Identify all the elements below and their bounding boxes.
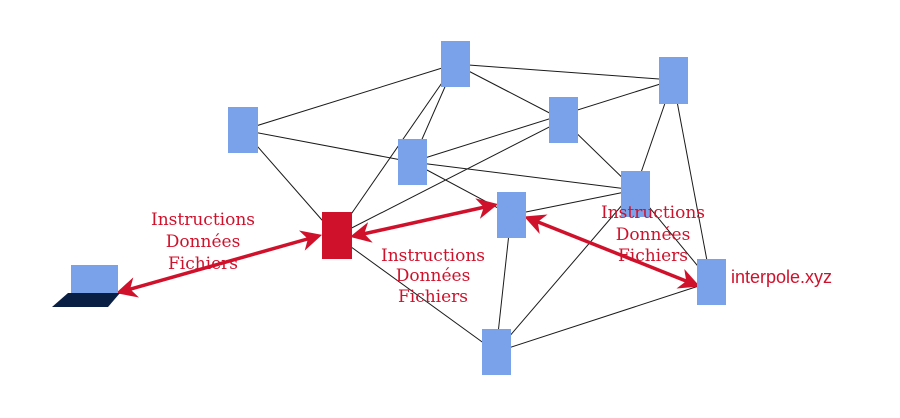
transfer-arrows [115,198,700,298]
center-label-line-1: Instructions [381,246,485,266]
node-bottom [482,329,511,375]
left-label-line-3: Fichiers [168,254,238,274]
center-label-line-3: Fichiers [398,287,468,307]
arrow-hub-peer [349,198,499,243]
center-transfer-label: Instructions Données Fichiers [381,246,485,307]
arrow-peer-site [524,214,700,289]
watermark-text: interpole.xyz [731,267,832,287]
node-mid-right [549,97,578,143]
network-nodes [228,41,726,375]
left-label-line-1: Instructions [151,210,255,230]
node-peer [497,192,526,238]
left-transfer-label: Instructions Données Fichiers [151,210,255,274]
node-right [621,171,650,217]
right-label-line-1: Instructions [601,203,705,223]
center-label-line-2: Données [396,266,471,286]
node-top [441,41,470,87]
node-top-right [659,57,688,104]
laptop-icon [52,265,120,307]
node-upper-left [228,107,258,153]
arrow-laptop-hub [115,230,323,298]
right-label-line-2: Données [616,225,691,245]
right-label-line-3: Fichiers [618,246,688,266]
hub-node [322,212,352,259]
node-center [398,139,427,185]
left-label-line-2: Données [166,232,241,252]
right-transfer-label: Instructions Données Fichiers [601,203,705,266]
node-far-right [697,259,726,305]
